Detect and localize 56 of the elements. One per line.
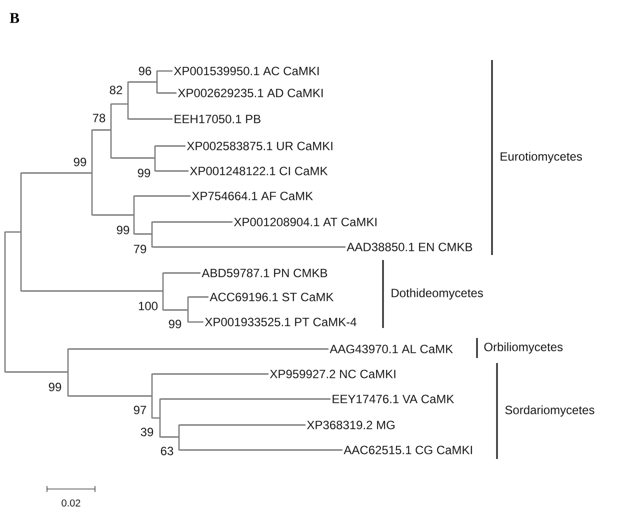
tree-branch — [179, 424, 306, 426]
taxon-label: XP002629235.1 AD CaMKI — [178, 88, 323, 98]
branch-line — [20, 172, 22, 292]
taxon-label: XP368319.2 MG — [306, 420, 394, 430]
bootstrap-value: 96 — [138, 66, 152, 76]
bootstrap-value: 97 — [134, 406, 146, 414]
branch-line — [178, 424, 180, 450]
taxon-label: XP001208904.1 AT CaMKI — [234, 218, 376, 226]
bootstrap-value: 99 — [116, 226, 130, 234]
tree-branch — [157, 70, 173, 72]
bootstrap-value: 99 — [74, 158, 86, 166]
taxon-label: XP001933525.1 PT CaMK-4 — [204, 318, 356, 326]
scale-label: 0.02 — [62, 499, 80, 507]
tree-branch — [160, 398, 331, 400]
taxon-label: EEY17476.1 VA CaMK — [332, 394, 454, 404]
bootstrap-value: 99 — [168, 320, 182, 328]
taxon-label: ABD59787.1 PN CMKB — [202, 268, 328, 278]
clade-label: Dothideomycetes — [392, 288, 483, 300]
taxon-label: EEH17050.1 PB — [174, 114, 260, 124]
clade-label: Eurotiomycetes — [500, 152, 582, 164]
tree-branch — [21, 290, 163, 292]
bootstrap-value: 100 — [138, 302, 158, 310]
tree-branch — [68, 348, 329, 350]
panel-letter: B — [10, 13, 20, 23]
tree-branch — [128, 118, 173, 120]
tree-branch — [160, 436, 179, 438]
bootstrap-value: 78 — [92, 114, 106, 122]
branch-line — [154, 146, 156, 172]
taxon-label: XP959927.2 NC CaMKI — [270, 370, 396, 378]
taxon-label: XP001539950.1 AC CaMKI — [174, 66, 319, 76]
taxon-label: XP002583875.1 UR CaMKI — [186, 142, 332, 150]
tree-branch — [188, 296, 209, 298]
tree-branch — [152, 246, 346, 248]
taxon-label: ACC69196.1 ST CaMK — [210, 292, 334, 302]
tree-branch — [163, 272, 201, 274]
taxon-label: XP754664.1 AF CaMK — [192, 192, 313, 200]
bootstrap-value: 99 — [48, 382, 62, 392]
bootstrap-value: 79 — [134, 244, 146, 254]
taxon-label: AAD38850.1 EN CMKB — [346, 242, 472, 252]
tree-branch — [92, 214, 134, 216]
bootstrap-value: 39 — [140, 428, 154, 436]
clade-label: Sordariomycetes — [505, 405, 594, 417]
clade-label: Orbiliomycetes — [484, 342, 563, 354]
tree-branch — [21, 172, 92, 174]
bootstrap-value: 82 — [110, 86, 122, 94]
branch-line — [110, 104, 112, 158]
tree-branch — [157, 92, 177, 94]
bootstrap-value: 63 — [160, 446, 174, 456]
branch-line — [4, 232, 6, 372]
taxon-label: AAC62515.1 CG CaMKI — [344, 446, 472, 454]
branch-line — [156, 70, 158, 94]
branch-line — [162, 272, 164, 310]
bootstrap-value: 99 — [138, 168, 150, 178]
taxon-label: XP001248122.1 CI CaMK — [190, 166, 328, 176]
taxon-label: AAG43970.1 AL CaMK — [330, 344, 453, 354]
tree-branch — [155, 170, 189, 172]
